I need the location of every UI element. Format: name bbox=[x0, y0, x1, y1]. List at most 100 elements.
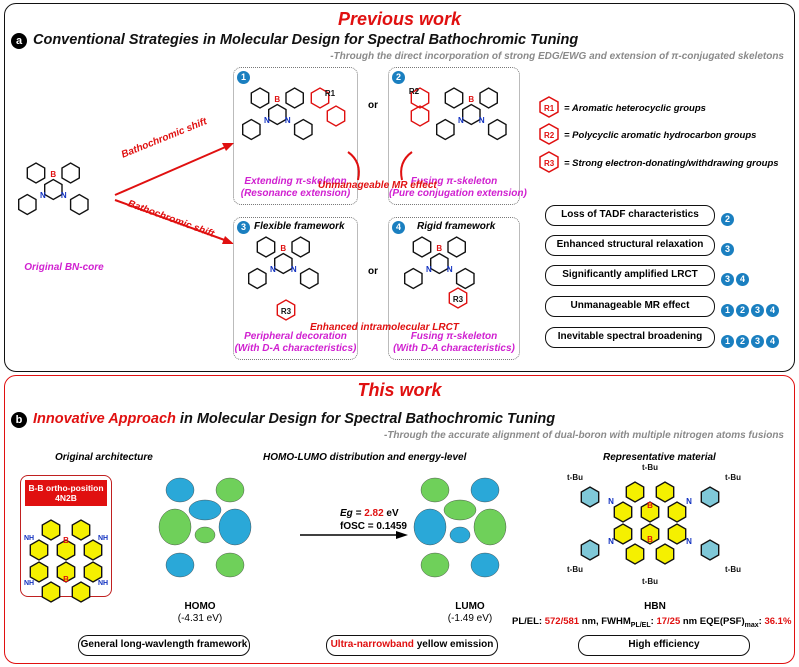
atom-label: t-Bu bbox=[642, 463, 658, 472]
hexagon-r2-icon: R2 bbox=[539, 123, 559, 145]
ring bbox=[436, 118, 455, 141]
orbital-lobe bbox=[443, 499, 477, 521]
ring bbox=[41, 519, 61, 541]
energy-gap-label: Eg = 2.82 eV bbox=[340, 508, 399, 519]
panel-b-subtitle: -Through the accurate alignment of dual-… bbox=[383, 430, 784, 441]
atom-label: B bbox=[274, 95, 280, 104]
architecture-header: B-B ortho-position 4N2B bbox=[25, 480, 107, 506]
orbital-lobe bbox=[194, 526, 216, 544]
ring bbox=[487, 118, 507, 141]
drawback-strategy-numbers: 2 bbox=[721, 209, 736, 227]
atom-label: R2 bbox=[409, 87, 420, 96]
atom-label: N bbox=[270, 265, 276, 274]
atom-label: NH bbox=[24, 535, 34, 542]
hbn-label: HBN bbox=[644, 601, 666, 612]
strategy-3-line1: Peripheral decoration bbox=[244, 331, 347, 342]
strategy-3-line2: (With D-A characteristics) bbox=[234, 343, 357, 354]
strategy-4-line1: Fusing π-skeleton bbox=[410, 331, 498, 342]
or-label-top: or bbox=[368, 100, 378, 111]
ring bbox=[667, 523, 687, 545]
strategy-box-1: 1 Extending π-skeleton (Resonance extens… bbox=[233, 67, 358, 205]
this-work-panel: This work b Innovative Approach in Molec… bbox=[4, 375, 795, 664]
atom-label: N bbox=[61, 191, 67, 200]
ring bbox=[479, 87, 499, 109]
atom-label: R3 bbox=[453, 295, 464, 304]
panel-a-heading: Conventional Strategies in Molecular Des… bbox=[33, 32, 579, 48]
ring bbox=[56, 561, 76, 583]
ring bbox=[241, 118, 261, 141]
strategy-number-badge: 1 bbox=[721, 304, 734, 317]
ring bbox=[655, 543, 675, 565]
svg-text:R2: R2 bbox=[544, 131, 555, 140]
legend-r3: R3= Strong electron-donating/withdrawing… bbox=[538, 151, 779, 178]
strategy-number-badge: 1 bbox=[721, 335, 734, 348]
strategy-number-badge: 4 bbox=[736, 273, 749, 286]
orbital-lobe bbox=[449, 526, 471, 544]
atom-label: t-Bu bbox=[567, 565, 583, 574]
ring bbox=[247, 267, 267, 290]
atom-label: R3 bbox=[281, 307, 292, 316]
strategy-number-2: 2 bbox=[392, 71, 405, 84]
ring bbox=[44, 178, 63, 201]
strategy-4-header: Rigid framework bbox=[417, 221, 496, 232]
atom-label: t-Bu bbox=[725, 565, 741, 574]
ring bbox=[625, 543, 645, 565]
ring bbox=[613, 501, 633, 523]
atom-label: N bbox=[40, 191, 46, 200]
ring bbox=[667, 501, 687, 523]
ring bbox=[580, 486, 600, 508]
ring bbox=[276, 299, 296, 321]
ring bbox=[41, 581, 61, 603]
ring bbox=[29, 561, 49, 583]
legend-r2: R2= Polycyclic aromatic hydrocarbon grou… bbox=[538, 123, 756, 150]
hexagon-r1-icon: R1 bbox=[539, 96, 559, 118]
orbital-lobe bbox=[420, 477, 450, 503]
atom-label: N bbox=[686, 537, 692, 546]
orbital-lobe bbox=[215, 477, 245, 503]
atom-label: N bbox=[686, 497, 692, 506]
atom-label: N bbox=[285, 116, 291, 125]
ring bbox=[410, 105, 430, 127]
ring bbox=[299, 267, 319, 290]
previous-work-panel: Previous work a Conventional Strategies … bbox=[4, 3, 795, 372]
strategy-4-line2: (With D-A characteristics) bbox=[393, 343, 515, 354]
homo-orbital-image bbox=[158, 477, 252, 578]
strategy-number-badge: 3 bbox=[751, 304, 764, 317]
lumo-label: LUMO bbox=[455, 601, 485, 612]
orbital-lobe bbox=[470, 552, 500, 578]
oscillator-strength-label: fOSC = 0.1459 bbox=[340, 521, 407, 532]
ring bbox=[640, 523, 660, 545]
atom-label: N bbox=[479, 116, 485, 125]
ring bbox=[448, 287, 468, 309]
ring bbox=[700, 539, 720, 561]
strategy-number-badge: 2 bbox=[736, 335, 749, 348]
strategy-number-badge: 4 bbox=[766, 335, 779, 348]
col-original-architecture: Original architecture bbox=[55, 452, 153, 463]
strategy-box-2: 2 Fusing π-skeleton (Pure conjugation ex… bbox=[388, 67, 527, 205]
ring bbox=[83, 539, 103, 561]
drawback-pill: Unmanageable MR effect bbox=[545, 296, 715, 317]
atom-label: t-Bu bbox=[642, 577, 658, 586]
ring bbox=[412, 236, 432, 258]
strategy-number-3: 3 bbox=[237, 221, 250, 234]
panel-b-heading: Innovative Approach in Molecular Design … bbox=[33, 411, 556, 427]
strategy-number-badge: 4 bbox=[766, 304, 779, 317]
ring bbox=[455, 267, 475, 290]
col-representative-material: Representative material bbox=[603, 452, 716, 463]
strategy-box-4: 4 Rigid framework Fusing π-skeleton (Wit… bbox=[388, 217, 520, 360]
badge-a: a bbox=[11, 33, 27, 49]
ring bbox=[625, 481, 645, 503]
strategy-1-line2: (Resonance extension) bbox=[240, 188, 351, 199]
transition-arrow bbox=[300, 531, 408, 539]
drawback-pill: Enhanced structural relaxation bbox=[545, 235, 715, 256]
strategy-number-badge: 3 bbox=[721, 243, 734, 256]
atom-label: N bbox=[426, 265, 432, 274]
strategy-number-badge: 2 bbox=[736, 304, 749, 317]
